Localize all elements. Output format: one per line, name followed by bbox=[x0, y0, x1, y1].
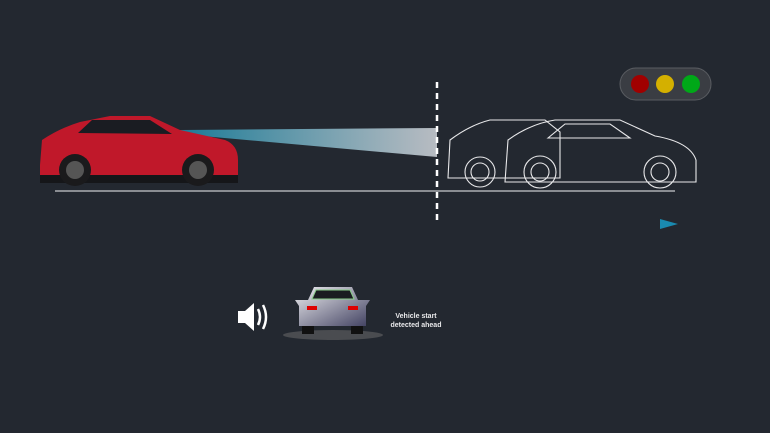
car-rear-icon bbox=[283, 287, 383, 340]
movement-arrow bbox=[455, 219, 678, 229]
speaker-icon bbox=[238, 303, 268, 331]
alert-line-1: Vehicle start bbox=[395, 313, 437, 320]
alert-line-2: detected ahead bbox=[390, 322, 442, 329]
sensor-beam bbox=[180, 128, 437, 157]
green-light bbox=[682, 75, 700, 93]
vehicle-ahead-outline bbox=[447, 119, 697, 189]
red-light bbox=[631, 75, 649, 93]
alert-message: Vehicle start detected ahead bbox=[380, 312, 452, 330]
red-car bbox=[40, 116, 238, 186]
traffic-light bbox=[619, 67, 712, 101]
yellow-light bbox=[656, 75, 674, 93]
